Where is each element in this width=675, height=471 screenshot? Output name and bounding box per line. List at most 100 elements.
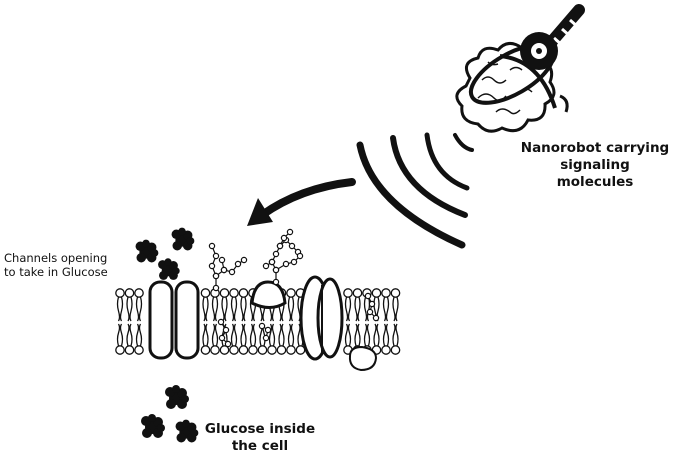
channels-label: Channels opening to take in Glucose (4, 251, 134, 280)
sugar-unit (272, 278, 280, 286)
lipid-head (115, 288, 125, 298)
lipid-tail (230, 323, 238, 347)
lipid-tail (382, 296, 390, 322)
sugar-unit (288, 242, 296, 250)
channel-protein-closed (299, 275, 344, 361)
sugar-unit (280, 234, 288, 242)
glucose-molecule-part (186, 237, 195, 245)
lipid-tail (126, 296, 133, 322)
glycoprotein-chains (208, 228, 380, 348)
glucose-molecule-part (182, 419, 190, 428)
lipid-tail (230, 296, 238, 322)
sugar-unit (262, 334, 270, 342)
lipid-head (200, 345, 211, 355)
glucose-molecule-part (157, 424, 165, 432)
sugar-unit (366, 308, 374, 316)
lipid-tail (278, 323, 285, 347)
channel-protein-open (148, 280, 200, 360)
glucose-label-line-2: the cell (231, 437, 289, 454)
lipid-tail (221, 296, 228, 322)
glucose-molecule-part (172, 240, 182, 251)
lipid-tail (392, 323, 399, 347)
lipid-head (267, 345, 277, 355)
glucose-label-line-1: Glucose inside (204, 421, 316, 437)
glyco-chain (367, 295, 377, 319)
lipid-head (229, 345, 239, 355)
lipid-head (210, 345, 220, 355)
lipid-tail (249, 323, 257, 347)
glucose-molecule-part (166, 399, 176, 409)
lipid-head (238, 288, 249, 298)
sugar-unit (286, 228, 294, 236)
sugar-unit (228, 268, 236, 276)
lipid-tail (268, 323, 276, 347)
glucose-molecule-part (142, 239, 150, 248)
sugar-unit (212, 252, 220, 260)
sugar-unit (258, 322, 266, 330)
signal-waves (356, 132, 474, 249)
glucose-molecule-part (172, 267, 180, 275)
lipid-tail (116, 323, 124, 347)
lipid-head (371, 288, 382, 298)
sugar-unit (220, 266, 228, 274)
sugar-unit (208, 242, 216, 250)
lipid-head (276, 345, 287, 355)
channels-label-line-1: Channels opening (4, 251, 108, 265)
receptor-protein (250, 280, 287, 309)
lipid-head (134, 288, 144, 298)
lipid-tail (211, 296, 219, 322)
lipid-head (124, 345, 135, 355)
lipid-tail (354, 296, 361, 322)
sugar-unit (268, 258, 276, 266)
sugar-unit (296, 252, 304, 260)
lipid-tail (363, 323, 371, 347)
glucose-molecule-part (142, 428, 152, 438)
glucose-molecule-part (150, 249, 159, 257)
sugar-unit (290, 258, 298, 266)
glucose-molecule-part (172, 385, 180, 393)
sugar-unit (364, 292, 372, 300)
glyco-chain (275, 255, 301, 271)
lipid-head (390, 345, 401, 355)
sugar-unit (264, 326, 272, 334)
sugar-unit (217, 318, 225, 326)
sugar-unit (218, 256, 226, 264)
lipid-tail (373, 323, 380, 347)
lipid-head (343, 288, 353, 298)
lipid-tail (135, 323, 143, 347)
sugar-unit (224, 340, 232, 348)
lipid-tail (382, 323, 390, 347)
sugar-unit (222, 326, 230, 334)
lipid-head (124, 288, 135, 298)
sugar-unit (262, 262, 270, 270)
glucose-molecule-part (181, 395, 189, 403)
glucose-molecule-part (148, 414, 156, 422)
lipid-head (134, 345, 144, 355)
channels-label-line-2: to take in Glucose (4, 265, 108, 280)
lipid-head (229, 288, 239, 298)
lipid-tail (240, 296, 247, 322)
lipid-head (219, 288, 230, 298)
lipid-tail (392, 296, 399, 322)
lipid-head (381, 288, 391, 298)
sugar-unit (272, 250, 280, 258)
lipid-tail (116, 296, 124, 322)
arrow-icon (247, 178, 356, 226)
glucose-molecules (135, 227, 199, 443)
glucose-molecule-part (176, 432, 186, 443)
lipid-tail (135, 296, 143, 322)
lipid-head (257, 345, 268, 355)
lipid-head (219, 345, 230, 355)
sugar-unit (212, 284, 220, 292)
lipid-head (381, 345, 391, 355)
nanorobot-label-line-1: Nanorobot carrying (520, 140, 670, 156)
lipid-tail (202, 323, 209, 347)
nanorobot-label-line-2: signaling molecules (556, 156, 634, 190)
lipid-tail (354, 323, 361, 347)
sugar-unit (276, 242, 284, 250)
lipid-head (390, 288, 401, 298)
nanorobot-label: Nanorobot carrying signaling molecules (520, 140, 670, 191)
lipid-tail (344, 296, 352, 322)
sugar-unit (212, 272, 220, 280)
